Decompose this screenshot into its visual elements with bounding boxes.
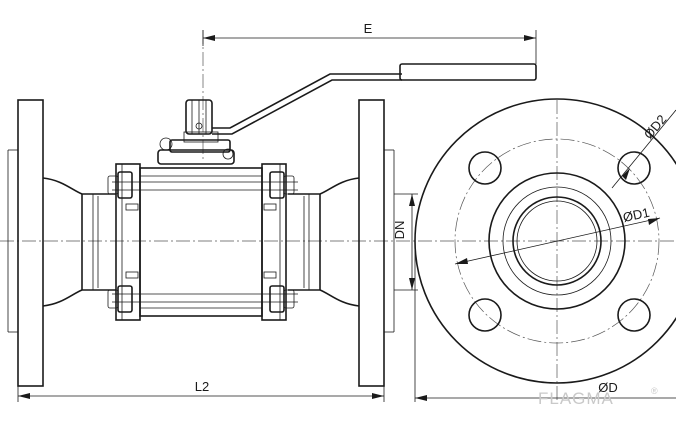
raised-face <box>488 172 626 310</box>
stem-and-handle <box>157 63 537 165</box>
dn-dimension: DN <box>392 193 418 291</box>
d-label: ØD <box>598 380 618 395</box>
d-dimension: ØD <box>414 241 676 402</box>
watermark: FLAGMA ® <box>538 386 658 408</box>
e-dimension: E <box>202 21 537 64</box>
right-flange <box>358 99 395 387</box>
centerlines <box>0 30 676 400</box>
watermark-text: FLAGMA <box>538 389 614 408</box>
left-flange <box>7 99 44 387</box>
watermark-registered: ® <box>651 386 658 396</box>
bolt-circle <box>454 138 660 344</box>
neck-outer <box>502 186 612 296</box>
bore-inner <box>516 200 598 282</box>
d2-label: ØD2 <box>641 112 670 142</box>
e-label: E <box>364 21 373 36</box>
l2-label: L2 <box>195 379 209 394</box>
front-view: ØD1 ØD2 <box>414 98 676 384</box>
d1-dimension: ØD1 <box>454 205 661 265</box>
right-weld-neck <box>288 177 360 307</box>
d2-dimension: ØD2 <box>611 109 676 189</box>
bolt-holes <box>468 151 651 332</box>
bore-outer <box>512 196 602 286</box>
left-end-cap <box>115 163 141 321</box>
l2-dimension: L2 <box>17 379 385 402</box>
side-view <box>7 63 537 387</box>
valve-body <box>139 167 263 317</box>
right-end-cap <box>261 163 287 321</box>
left-weld-neck <box>42 177 116 307</box>
dn-label: DN <box>392 221 407 240</box>
tie-bolts <box>107 171 298 313</box>
d1-label: ØD1 <box>622 205 651 225</box>
